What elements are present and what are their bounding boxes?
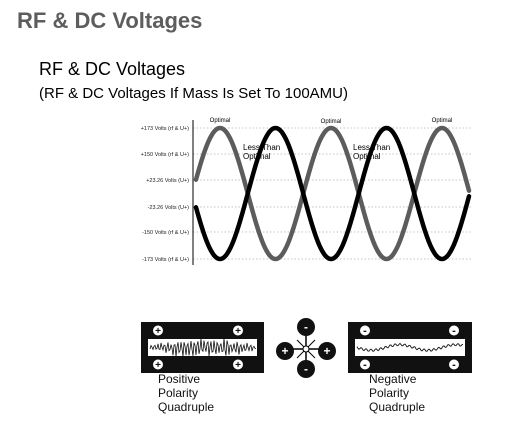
y-label: -23.26 Volts (U+) — [148, 205, 190, 211]
caption-line: Quadruple — [158, 400, 215, 414]
minus-sign: - — [304, 362, 308, 376]
minus-sign: - — [452, 325, 456, 337]
rod-edge — [465, 322, 472, 373]
less-than-optimal-label-line1: Less Than — [353, 143, 390, 152]
less-than-optimal-label-line2: Optimal — [353, 152, 381, 161]
y-label: -150 Volts (rf & U+) — [142, 230, 189, 236]
charge-dot — [449, 325, 459, 336]
pole-top — [297, 318, 315, 336]
caption-line: Quadruple — [369, 400, 426, 414]
pole-bottom — [297, 360, 315, 378]
y-label: +23.26 Volts (U+) — [146, 178, 189, 184]
minus-sign: - — [452, 359, 456, 371]
charge-dot — [233, 325, 243, 336]
plus-sign: + — [281, 344, 288, 358]
rod-edge — [141, 322, 148, 373]
positive-polarity-quadrupole: + + + + — [141, 322, 264, 373]
slide-subtitle: (RF & DC Voltages If Mass Is Set To 100A… — [39, 85, 348, 102]
optimal-label: Optimal — [432, 118, 453, 124]
plus-sign: + — [323, 344, 330, 358]
charge-dot — [360, 325, 370, 336]
charge-dot — [449, 359, 459, 370]
page-title: RF & DC Voltages — [17, 8, 203, 33]
positive-quadrupole-caption: Positive Polarity Quadruple — [158, 372, 214, 414]
negative-quadrupole-caption: Negative Polarity Quadruple — [369, 372, 425, 414]
charge-dot — [153, 325, 163, 336]
pole-right — [318, 342, 336, 360]
rod-bottom — [141, 356, 264, 373]
plus-sign: + — [155, 360, 161, 371]
optimal-label: Optimal — [210, 118, 231, 124]
rod-edge — [348, 322, 355, 373]
optimal-label: Optimal — [321, 119, 342, 125]
y-label: -173 Volts (rf & U+) — [142, 257, 189, 263]
rod-top — [348, 322, 472, 339]
slide-title: RF & DC Voltages — [39, 59, 186, 79]
negative-polarity-quadrupole: - - - - — [348, 322, 472, 373]
caption-line: Negative — [369, 372, 417, 386]
caption-line: Positive — [158, 372, 201, 386]
charge-dot — [153, 359, 163, 370]
less-than-optimal-label-line2: Optimal — [243, 152, 271, 161]
minus-sign: - — [304, 320, 308, 334]
charge-dot — [233, 359, 243, 370]
pole-left — [276, 342, 294, 360]
plus-sign: + — [235, 360, 241, 371]
charge-dot — [360, 359, 370, 370]
rod-edge — [257, 322, 264, 373]
caption-line: Polarity — [369, 386, 410, 400]
rf-dc-plus-curve — [193, 125, 472, 262]
rf-dc-minus-curve — [193, 125, 472, 262]
y-label: +150 Volts (rf & U+) — [141, 152, 189, 158]
caption-line: Polarity — [158, 386, 199, 400]
minus-sign: - — [363, 359, 367, 371]
minus-sign: - — [363, 325, 367, 337]
rod-top — [141, 322, 264, 339]
plus-sign: + — [155, 326, 161, 337]
y-label: +173 Volts (rf & U+) — [141, 126, 189, 132]
unstable-ion-path — [149, 338, 257, 357]
plus-sign: + — [235, 326, 241, 337]
stable-ion-path — [356, 342, 464, 352]
less-than-optimal-label-line1: Less Than — [243, 143, 280, 152]
rod-bottom — [348, 356, 472, 373]
quadrupole-cross-section: - - + + — [276, 318, 336, 378]
